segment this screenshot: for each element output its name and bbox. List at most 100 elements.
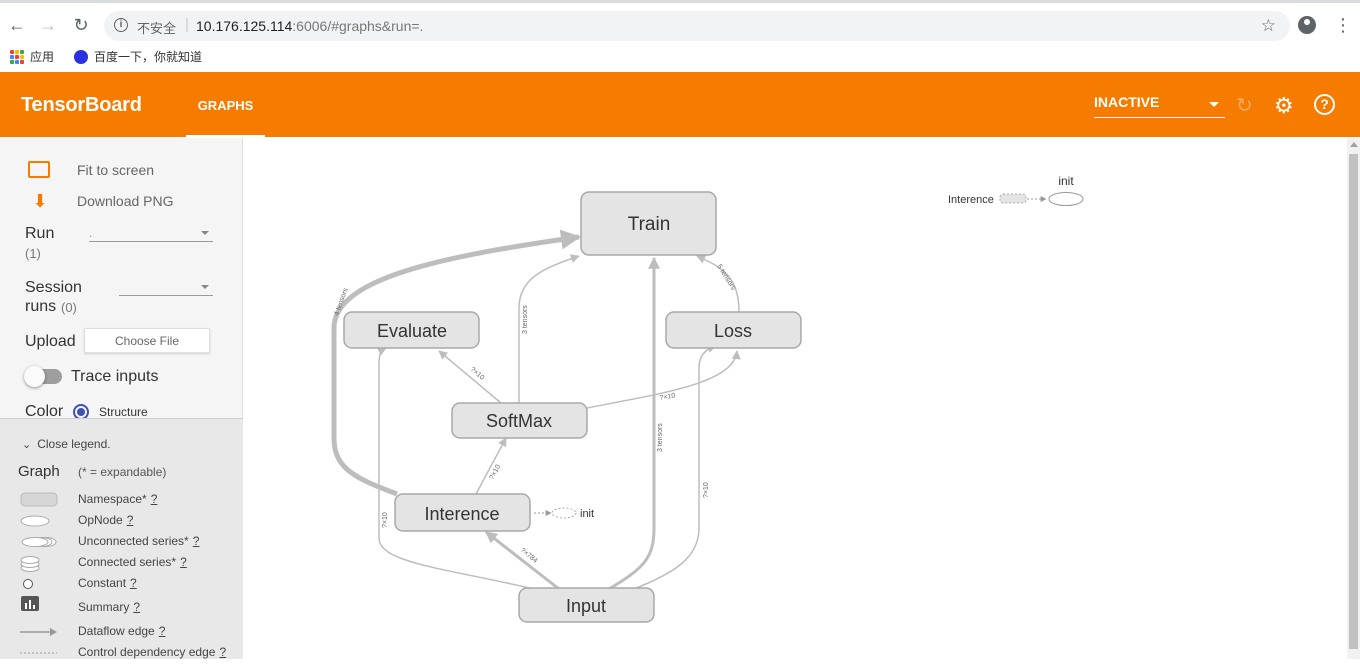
legend-constant: Constant? xyxy=(0,573,243,593)
node-softmax[interactable]: SoftMax xyxy=(451,402,588,439)
legend-help-link[interactable]: ? xyxy=(133,600,141,614)
edge-inference-train[interactable] xyxy=(331,229,581,497)
node-label: Input xyxy=(566,596,606,616)
scroll-up-arrow-icon[interactable] xyxy=(1350,142,1358,147)
edge-label: ?×10 xyxy=(382,512,389,528)
dataflow-edge-icon xyxy=(20,628,57,636)
app-toolbar: TensorBoard GRAPHS INACTIVE ↻ ⚙ ? xyxy=(0,72,1360,137)
legend-label: Namespace* xyxy=(78,492,147,506)
edge-input-inference[interactable] xyxy=(485,530,560,591)
legend-help-link[interactable]: ? xyxy=(150,492,158,506)
unconnected-series-icon xyxy=(21,537,57,547)
bookmark-label: 百度一下，你就知道 xyxy=(94,50,203,64)
legend-label: Unconnected series* xyxy=(78,534,189,548)
legend-label: Constant xyxy=(78,576,127,590)
session-runs-label: runs xyxy=(25,298,57,315)
settings-gear-icon[interactable]: ⚙ xyxy=(1274,93,1294,118)
run-select-value: . xyxy=(89,226,93,240)
node-loss[interactable]: Loss xyxy=(665,311,802,349)
legend-panel: ⌄ Close legend. Graph (* = expandable) N… xyxy=(0,418,243,659)
legend-help-link[interactable]: ? xyxy=(130,576,137,590)
bookmark-star-icon[interactable]: ☆ xyxy=(1260,16,1276,35)
run-label: Run xyxy=(25,225,55,242)
graph-svg[interactable]: 4 tensors 3 tensors 5 tensors 3 tensors … xyxy=(244,138,1347,659)
legend-connected-series: Connected series*? xyxy=(0,552,243,572)
fit-label: Fit to screen xyxy=(77,161,155,178)
legend-label: Dataflow edge xyxy=(78,624,155,638)
help-icon[interactable]: ? xyxy=(1314,94,1335,115)
plugin-dropdown[interactable]: INACTIVE xyxy=(1094,94,1225,118)
graph-scrollbar[interactable] xyxy=(1347,138,1360,659)
edge-label: ?×784 xyxy=(519,547,539,565)
node-inference[interactable]: Interence xyxy=(394,493,531,532)
graph-canvas[interactable]: 4 tensors 3 tensors 5 tensors 3 tensors … xyxy=(244,138,1347,659)
edge-inference-softmax[interactable] xyxy=(475,437,507,495)
session-runs-select[interactable] xyxy=(119,278,213,296)
edge-label: 3 tensors xyxy=(522,305,529,334)
edge-label: 5 tensors xyxy=(715,263,736,292)
bookmark-label: 应用 xyxy=(30,50,55,64)
fit-to-screen-button[interactable]: Fit to screen xyxy=(28,161,154,178)
legend-help-link[interactable]: ? xyxy=(192,534,200,548)
edge-softmax-loss[interactable] xyxy=(586,350,741,409)
upload-label: Upload xyxy=(25,333,76,350)
legend-opnode: OpNode? xyxy=(0,510,243,530)
download-png-button[interactable]: ⬇ Download PNG xyxy=(28,191,173,211)
tab-graphs[interactable]: GRAPHS xyxy=(186,72,265,137)
legend-label: OpNode xyxy=(78,513,123,527)
sidebar: Fit to screen ⬇ Download PNG Run (1) . S… xyxy=(0,138,243,659)
namespace-icon xyxy=(20,492,58,507)
reload-icon[interactable]: ↻ xyxy=(1236,95,1253,117)
run-count: (1) xyxy=(25,246,41,261)
aux-nodes[interactable]: Interence init xyxy=(948,174,1084,206)
app-title: TensorBoard xyxy=(21,94,142,116)
inference-init-dependency[interactable]: init xyxy=(534,507,594,520)
trace-inputs-label: Trace inputs xyxy=(71,368,159,385)
edge-label: ?×10 xyxy=(703,482,710,498)
profile-icon[interactable] xyxy=(1298,16,1316,34)
aux-inference-label: Interence xyxy=(948,194,994,206)
edge-label: 3 tensors xyxy=(657,423,664,452)
legend-help-link[interactable]: ? xyxy=(158,624,166,638)
node-input[interactable]: Input xyxy=(518,587,655,623)
trace-inputs-toggle[interactable] xyxy=(24,366,62,387)
edge-loss-train[interactable] xyxy=(696,255,740,313)
legend-label: Connected series* xyxy=(78,555,177,569)
bookmark-baidu[interactable]: 百度一下，你就知道 xyxy=(74,48,202,65)
close-legend-button[interactable]: ⌄ Close legend. xyxy=(22,437,111,451)
node-label: SoftMax xyxy=(486,411,552,431)
node-train[interactable]: Train xyxy=(580,191,717,256)
edge-softmax-train[interactable] xyxy=(518,254,580,403)
legend-title: Graph xyxy=(18,463,60,480)
bookmark-apps[interactable]: 应用 xyxy=(10,48,54,65)
node-label: Train xyxy=(628,214,671,235)
browser-toolbar: ← → ↻ i 不安全 | 10.176.125.114:6006/#graph… xyxy=(0,0,1360,44)
node-label: Evaluate xyxy=(377,321,447,341)
run-select[interactable]: . xyxy=(89,224,213,242)
reload-page-icon[interactable]: ↻ xyxy=(73,15,89,35)
edge-input-loss[interactable] xyxy=(633,343,717,590)
forward-icon[interactable]: → xyxy=(39,15,57,35)
more-menu-icon[interactable]: ⋮ xyxy=(1334,15,1352,35)
bookmarks-bar: 应用 百度一下，你就知道 xyxy=(0,44,1360,72)
url-path: :6006/#graphs&run=. xyxy=(292,18,424,34)
info-icon[interactable]: i xyxy=(114,18,128,32)
node-evaluate[interactable]: Evaluate xyxy=(343,311,480,349)
close-legend-label: Close legend. xyxy=(37,437,111,451)
edge-input-evaluate[interactable] xyxy=(376,347,535,590)
back-icon[interactable]: ← xyxy=(8,15,26,35)
node-label: Loss xyxy=(714,321,752,341)
scrollbar-thumb[interactable] xyxy=(1349,154,1358,649)
legend-help-link[interactable]: ? xyxy=(219,645,227,659)
legend-expand-note: (* = expandable) xyxy=(78,465,167,479)
address-bar[interactable]: i 不安全 | 10.176.125.114:6006/#graphs&run=… xyxy=(104,11,1290,41)
tab-label: GRAPHS xyxy=(197,98,254,113)
choose-file-button[interactable]: Choose File xyxy=(84,328,210,353)
edge-input-train[interactable] xyxy=(608,256,660,591)
edge-label: ?×10 xyxy=(659,392,676,402)
legend-label: Summary xyxy=(78,600,130,614)
edge-softmax-evaluate[interactable] xyxy=(438,350,502,404)
legend-help-link[interactable]: ? xyxy=(180,555,187,569)
legend-control-edge: Control dependency edge? xyxy=(0,642,243,662)
legend-help-link[interactable]: ? xyxy=(126,513,134,527)
